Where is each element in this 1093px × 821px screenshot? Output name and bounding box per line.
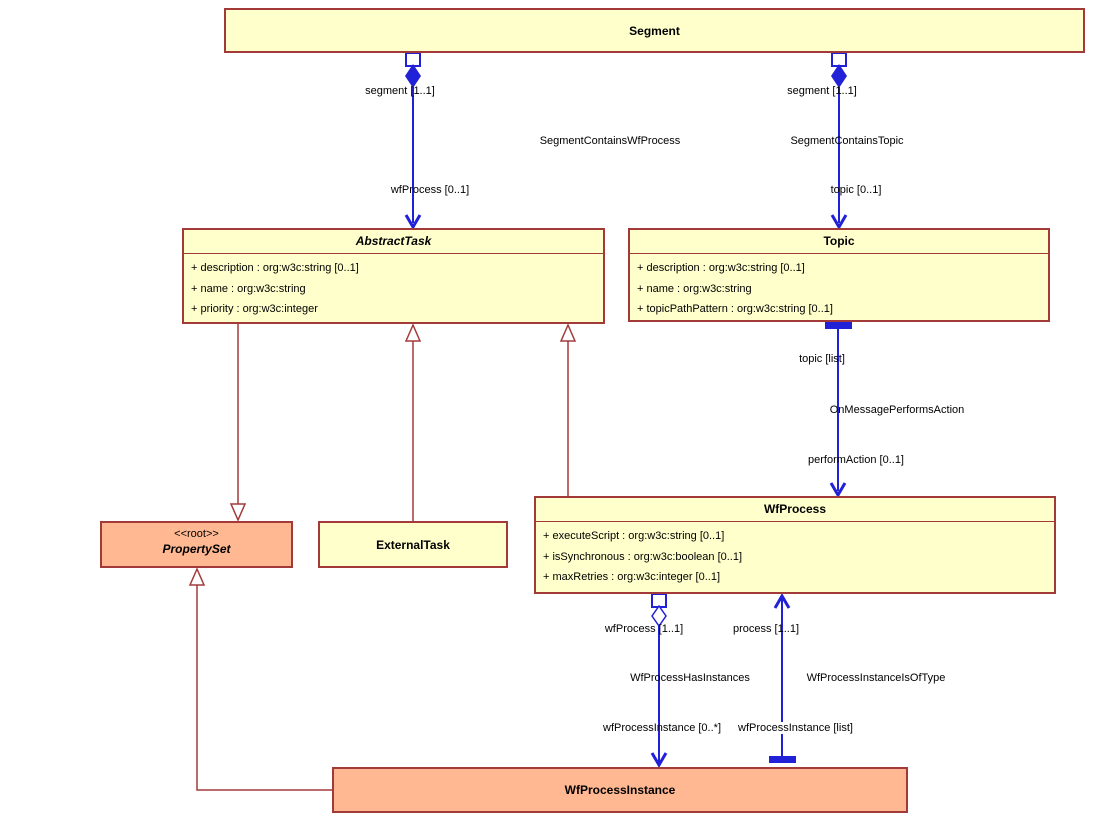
composition-diamond-icon [831,64,847,88]
class-externaltask[interactable]: ExternalTask [318,521,508,568]
class-topic[interactable]: Topic + description : org:w3c:string [0.… [628,228,1050,322]
generalization-externaltask-abstracttask[interactable] [404,323,422,521]
class-segment[interactable]: Segment [224,8,1085,53]
attribute-row: + priority : org:w3c:integer [191,303,318,315]
class-title: WfProcessInstance [564,783,676,797]
arrowhead-icon [404,214,422,230]
class-title: WfProcess [763,502,827,516]
attribute-row: + isSynchronous : org:w3c:boolean [0..1] [543,550,743,563]
target-role-label: performAction [0..1] [808,454,904,466]
generalization-triangle-icon [229,503,247,522]
arrowhead-icon [830,214,848,230]
attribute-row: + name : org:w3c:string [637,282,752,295]
generalization-triangle-icon [404,323,422,342]
class-wfprocessinstance[interactable]: WfProcessInstance [332,767,908,813]
class-title: Segment [629,23,680,38]
class-title: AbstractTask [355,234,432,248]
association-wfprocessinstance-is-of-type[interactable] [769,593,796,763]
generalization-abstracttask-propertyset[interactable] [229,324,247,522]
attribute-row: + executeScript : org:w3c:string [0..1] [543,530,725,542]
t-bar-icon [769,756,796,763]
association-wfprocess-has-instances[interactable] [650,593,668,768]
association-onmessage-performs-action[interactable] [825,322,852,498]
arrowhead-icon [773,593,791,609]
target-role-label: wfProcessInstance [0..*] [603,722,721,734]
association-name-label: WfProcessInstanceIsOfType [806,672,946,684]
class-title: ExternalTask [376,537,450,552]
source-role-label: topic [list] [799,353,845,365]
association-segment-contains-wfprocess[interactable] [404,52,422,230]
association-name-label: OnMessagePerformsAction [829,404,965,416]
attribute-row: + name : org:w3c:string [191,282,306,295]
class-abstracttask[interactable]: AbstractTask + description : org:w3c:str… [182,228,605,324]
source-role-label: process [1..1] [732,623,800,635]
generalization-wfprocessinstance-propertyset[interactable] [188,567,332,791]
association-segment-contains-topic[interactable] [830,52,848,230]
source-role-label: segment [1..1] [787,85,857,97]
arrowhead-icon [829,482,847,498]
source-role-label: segment [1..1] [365,85,435,97]
attribute-row: + description : org:w3c:string [0..1] [637,262,805,274]
t-bar-icon [825,322,852,329]
generalization-line [196,585,332,791]
composition-diamond-icon [405,64,421,88]
class-propertyset[interactable]: <<root>> PropertySet [100,521,293,568]
class-wfprocess[interactable]: WfProcess + executeScript : org:w3c:stri… [534,496,1056,594]
target-role-label: topic [0..1] [830,184,882,196]
attribute-row: + description : org:w3c:string [0..1] [191,262,359,274]
generalization-wfprocess-abstracttask[interactable] [559,323,577,496]
association-name-label: SegmentContainsTopic [790,135,904,147]
class-stereotype: <<root>> [174,528,219,540]
aggregation-diamond-icon [651,604,667,628]
arrowhead-icon [650,752,668,768]
generalization-triangle-icon [559,323,577,342]
source-role-label: wfProcess [1..1] [604,623,684,635]
attribute-row: + maxRetries : org:w3c:integer [0..1] [543,571,720,583]
class-title: Topic [823,234,855,248]
target-role-label: wfProcessInstance [list] [737,722,854,734]
attribute-row: + topicPathPattern : org:w3c:string [0..… [637,303,833,315]
class-title: PropertySet [162,542,231,556]
target-role-label: wfProcess [0..1] [390,184,470,196]
generalization-triangle-icon [188,567,206,586]
association-name-label: WfProcessHasInstances [630,672,750,684]
association-name-label: SegmentContainsWfProcess [539,135,681,147]
